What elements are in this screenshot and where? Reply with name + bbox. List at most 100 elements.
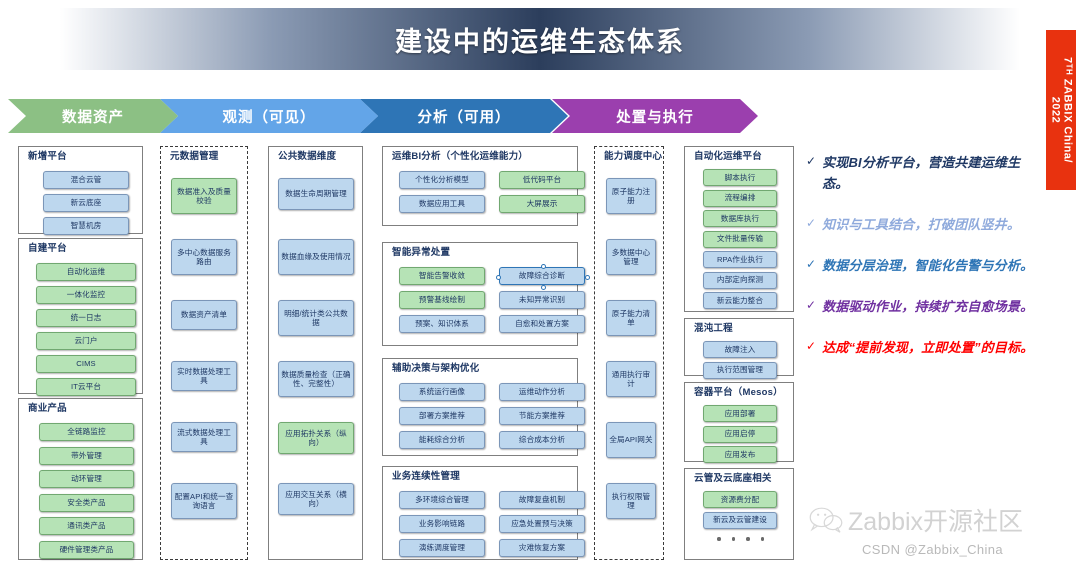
node-chip[interactable]: 资源费分配 xyxy=(703,491,777,508)
stage-arrow-4[interactable]: 处置与执行 xyxy=(552,99,758,133)
node-chip[interactable]: 故障注入 xyxy=(703,341,777,358)
node-chip[interactable]: 演练调度管理 xyxy=(399,539,485,557)
node-chip[interactable]: 带外管理 xyxy=(39,446,134,465)
node-chip-label: 文件批量传输 xyxy=(716,234,764,244)
node-chip[interactable]: 多中心数据服务路由 xyxy=(171,239,237,275)
node-chip[interactable]: 系统运行画像 xyxy=(399,383,485,401)
node-chip-label: CIMS xyxy=(76,359,96,369)
node-chip-label: 云门户 xyxy=(74,336,98,346)
node-chip[interactable]: IT云平台 xyxy=(36,378,136,396)
node-chip[interactable]: 原子能力注册 xyxy=(606,178,656,214)
node-chip[interactable]: 动环管理 xyxy=(39,470,134,488)
node-chip[interactable]: 新云能力整合 xyxy=(703,292,777,309)
node-chip[interactable]: 数据准入及质量校验 xyxy=(171,178,237,214)
node-chip[interactable]: 灾难恢复方案 xyxy=(499,539,585,557)
node-chip[interactable]: 一体化监控 xyxy=(36,286,136,304)
node-chip[interactable]: 多环境综合管理 xyxy=(399,491,485,509)
node-chip[interactable]: 应用拓扑关系（纵向） xyxy=(278,422,354,454)
node-chip[interactable]: 执行范围管理 xyxy=(703,361,777,379)
selection-handle[interactable] xyxy=(585,274,590,280)
selection-handle[interactable] xyxy=(496,274,501,280)
node-chip-label: 硬件管理类产品 xyxy=(59,544,114,554)
node-chip-label: 一体化监控 xyxy=(66,290,106,300)
node-chip-label: 业务影响链路 xyxy=(418,519,466,529)
node-chip[interactable]: 部署方案推荐 xyxy=(399,407,485,425)
node-chip[interactable]: 低代码平台 xyxy=(499,171,585,189)
node-chip[interactable]: 流式数据处理工具 xyxy=(171,422,237,452)
node-chip[interactable]: 应用启停 xyxy=(703,425,777,443)
stage-arrow-2[interactable]: 观测（可见） xyxy=(160,99,378,133)
node-chip[interactable]: 通用执行审计 xyxy=(606,361,656,397)
summary-bullet: ✓数据驱动作业，持续扩充自愈场景。 xyxy=(806,296,1038,317)
node-chip[interactable]: 预警基线绘制 xyxy=(399,291,485,309)
node-chip[interactable]: 应用发布 xyxy=(703,446,777,463)
panel-title: 混沌工程 xyxy=(694,323,733,334)
node-chip[interactable]: 综合成本分析 xyxy=(499,431,585,449)
node-chip[interactable]: 新云及云管建设 xyxy=(703,511,777,529)
node-chip-label: 应用启停 xyxy=(724,429,756,439)
node-chip[interactable]: 大屏展示 xyxy=(499,195,585,213)
node-chip[interactable]: 智能告警收敛 xyxy=(399,267,485,285)
node-chip[interactable]: 通讯类产品 xyxy=(39,517,134,535)
selection-handle[interactable] xyxy=(540,285,546,290)
panel-title: 自建平台 xyxy=(28,243,67,254)
node-chip[interactable]: 智慧机房 xyxy=(43,217,129,235)
node-chip[interactable]: 未知异常识别 xyxy=(499,291,585,309)
node-chip[interactable]: 流程编排 xyxy=(703,189,777,207)
node-chip[interactable]: 安全类产品 xyxy=(39,493,134,512)
node-chip-label: 个性化分析模型 xyxy=(415,175,469,185)
node-chip[interactable]: 数据资产清单 xyxy=(171,300,237,330)
node-chip[interactable]: 脚本执行 xyxy=(703,169,777,186)
node-chip[interactable]: 统一日志 xyxy=(36,309,136,327)
node-chip[interactable]: 数据库执行 xyxy=(703,210,777,227)
stage-arrow-1[interactable]: 数据资产 xyxy=(8,99,178,133)
node-chip[interactable]: 新云底座 xyxy=(43,194,129,212)
node-chip[interactable]: 明细/统计类公共数据 xyxy=(278,300,354,336)
panel-title: 容器平台（Mesos） xyxy=(694,387,783,398)
node-chip-label: 故障复盘机制 xyxy=(518,495,566,505)
node-chip[interactable]: 原子能力清单 xyxy=(606,300,656,336)
node-chip[interactable]: 预案、知识体系 xyxy=(399,315,485,333)
node-chip[interactable]: RPA作业执行 xyxy=(703,251,777,268)
node-chip[interactable]: 执行权限管理 xyxy=(606,483,656,519)
stage-arrow-label: 分析（可用） xyxy=(417,109,511,126)
node-chip[interactable]: 自愈和处置方案 xyxy=(499,315,585,333)
summary-bullet: ✓数据分层治理，智能化告警与分析。 xyxy=(806,255,1038,276)
node-chip[interactable]: 云门户 xyxy=(36,332,136,350)
ribbon-line1: 7 xyxy=(1061,57,1074,64)
node-chip[interactable]: 数据质量检查（正确性、完整性） xyxy=(278,361,354,397)
panel-title: 辅助决策与架构优化 xyxy=(392,363,480,374)
node-chip[interactable]: 数据生命周期管理 xyxy=(278,178,354,210)
node-chip[interactable]: 故障复盘机制 xyxy=(499,491,585,509)
node-chip[interactable]: 多数据中心管理 xyxy=(606,239,656,275)
node-chip[interactable]: 个性化分析模型 xyxy=(399,171,485,189)
node-chip[interactable]: 节能方案推荐 xyxy=(499,407,585,425)
node-chip[interactable]: 应用部署 xyxy=(703,405,777,422)
node-chip[interactable]: 全局API网关 xyxy=(606,422,656,458)
node-chip[interactable]: 自动化运维 xyxy=(36,263,136,281)
node-chip[interactable]: 硬件管理类产品 xyxy=(39,540,134,559)
summary-bullet-text: 数据分层治理，智能化告警与分析。 xyxy=(822,258,1034,274)
node-chip[interactable]: 数据应用工具 xyxy=(399,195,485,213)
node-chip[interactable]: 全链路监控 xyxy=(39,423,134,441)
node-chip-label: 灾难恢复方案 xyxy=(518,543,566,553)
node-chip[interactable]: CIMS xyxy=(36,355,136,373)
node-chip[interactable]: 混合云管 xyxy=(43,171,129,189)
node-chip[interactable]: 运维动作分析 xyxy=(499,383,585,401)
panel-title: 能力调度中心 xyxy=(604,151,663,162)
node-chip[interactable]: 文件批量传输 xyxy=(703,230,777,248)
node-chip[interactable]: 实时数据处理工具 xyxy=(171,361,237,391)
node-chip[interactable]: 应用交互关系（横向） xyxy=(278,483,354,515)
node-chip[interactable]: 业务影响链路 xyxy=(399,515,485,533)
node-chip[interactable]: 内部定向探测 xyxy=(703,271,777,289)
selection-handle[interactable] xyxy=(540,264,546,269)
node-chip-label: 脚本执行 xyxy=(724,172,756,182)
group-panel-col6-4: 云管及云底座相关资源费分配新云及云管建设 xyxy=(684,468,794,560)
node-chip[interactable]: 故障综合诊断 xyxy=(496,264,590,290)
node-chip[interactable]: 数据血缘及使用情况 xyxy=(278,239,354,275)
node-chip[interactable]: 能耗综合分析 xyxy=(399,431,485,449)
node-chip[interactable]: 配置API和统一查询语言 xyxy=(171,483,237,519)
stage-arrow-3[interactable]: 分析（可用） xyxy=(360,99,568,133)
node-chip[interactable]: 应急处置预与决策 xyxy=(499,515,585,533)
node-chip-label: 配置API和统一查询语言 xyxy=(174,491,234,510)
